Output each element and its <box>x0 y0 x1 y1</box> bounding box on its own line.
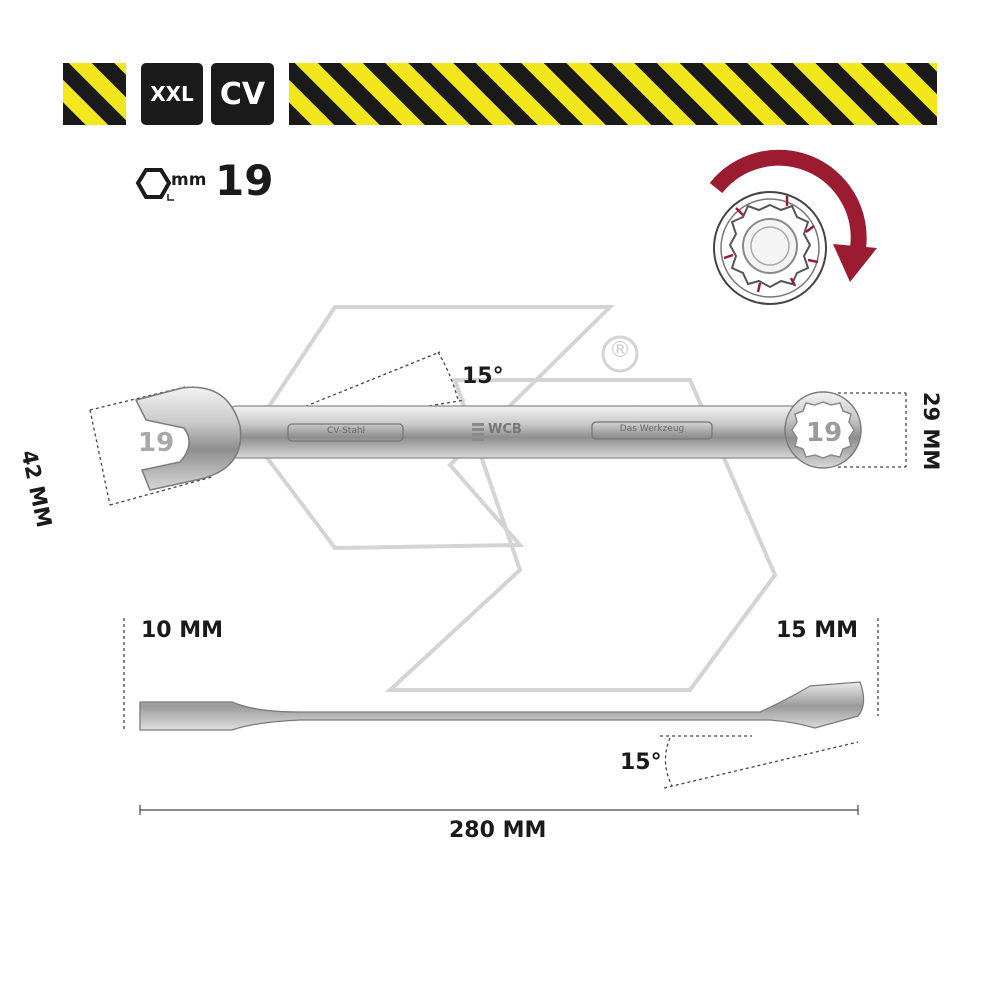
hexagon-nut-icon <box>135 168 174 201</box>
xxl-badge: XXL <box>141 63 203 125</box>
thickness-ring-label: 15 MM <box>776 618 859 643</box>
nut-size-unit: mm <box>171 170 207 190</box>
length-dimension-line <box>139 805 859 815</box>
hazard-stripe-right <box>289 63 937 125</box>
head-angle-label: 15° <box>462 364 504 389</box>
cv-badge-label: CV <box>219 76 266 112</box>
ring-end-size-label: 19 <box>806 418 843 448</box>
stamp-das-werkzeug: Das Werkzeug <box>619 424 685 434</box>
registered-mark: ® <box>609 338 631 363</box>
watermark-logo <box>247 305 778 692</box>
thickness-open-label: 10 MM <box>141 618 224 643</box>
registered-mark-icon <box>601 335 639 373</box>
nut-size-value: 19 <box>215 156 274 205</box>
combination-wrench-side-view <box>139 681 865 731</box>
open-end-size-label: 19 <box>138 428 175 458</box>
offset-angle-label: 15° <box>620 750 662 775</box>
side-dimension-lines <box>123 618 879 789</box>
hazard-stripe-left <box>63 63 126 125</box>
combination-wrench-top-view <box>134 386 862 491</box>
stamp-brand: WCB <box>488 422 522 437</box>
ring-end-width-label: 29 MM <box>919 392 943 471</box>
length-label: 280 MM <box>449 818 547 843</box>
rotation-ring-icon <box>709 149 877 305</box>
xxl-badge-label: XXL <box>150 82 194 106</box>
cv-badge: CV <box>211 63 274 125</box>
stamp-cv-stahl: CV-Stahl <box>326 426 366 436</box>
